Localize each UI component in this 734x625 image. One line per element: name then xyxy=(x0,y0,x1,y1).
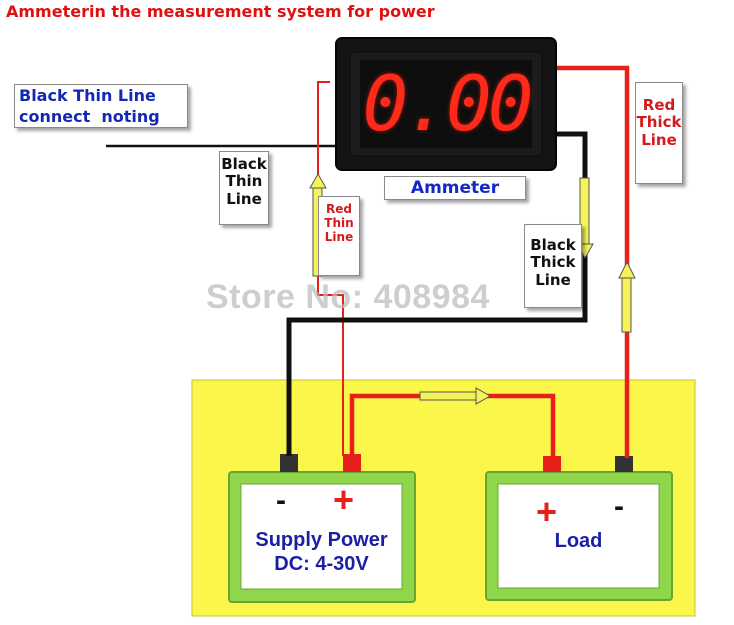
load-label: Load xyxy=(554,530,603,552)
supply-negative-terminal xyxy=(280,454,298,472)
supply-power-label: Supply Power DC: 4-30V xyxy=(241,528,402,576)
red-thick-line-label: Red Thick Line xyxy=(635,82,683,184)
label-word: Thick xyxy=(530,253,576,272)
label-word: Red xyxy=(642,96,676,114)
ammeter-label: Ammeter xyxy=(384,176,526,200)
label-word: Red xyxy=(326,202,352,216)
load-negative-terminal xyxy=(615,456,633,472)
label-word: Line xyxy=(324,229,354,244)
note-line-1: Black Thin Line xyxy=(19,86,156,105)
label-word: Black xyxy=(530,236,576,254)
label-word: Thick xyxy=(636,113,682,132)
diagram-title: Ammeterin the measurement system for pow… xyxy=(6,2,435,21)
label-word: Thin xyxy=(324,215,354,230)
supply-line-2: DC: 4-30V xyxy=(274,553,369,575)
supply-line-1: Supply Power xyxy=(255,529,388,551)
supply-positive-terminal xyxy=(343,454,361,472)
store-watermark: Store No: 408984 xyxy=(206,278,490,316)
red-thin-wire xyxy=(317,81,344,456)
supply-plus-sign: + xyxy=(333,479,355,520)
supply-battery xyxy=(228,454,416,603)
load-positive-terminal xyxy=(543,456,561,472)
label-word: Line xyxy=(226,189,262,208)
load-minus-sign: - xyxy=(614,490,624,523)
black-thick-wire xyxy=(286,131,588,456)
black-thick-line-label: Black Thick Line xyxy=(524,224,582,308)
ammeter-display: 0.00 xyxy=(362,59,533,148)
supply-minus-sign: - xyxy=(276,484,286,517)
black-thin-line-note: Black Thin Line connect noting xyxy=(14,84,188,128)
black-thin-line-label: Black Thin Line xyxy=(219,151,269,225)
label-word: Line xyxy=(641,130,677,149)
label-word: Thin xyxy=(225,172,263,191)
load-battery xyxy=(485,456,673,601)
load-plus-sign: + xyxy=(536,491,558,532)
note-line-2: connect noting xyxy=(19,107,160,126)
label-word: Black xyxy=(221,155,267,173)
arrow-supply-load xyxy=(419,387,492,405)
label-word: Line xyxy=(535,270,571,289)
red-thin-line-label: Red Thin Line xyxy=(318,196,360,276)
ammeter-device xyxy=(335,37,557,171)
arrow-red-thick xyxy=(618,260,636,333)
